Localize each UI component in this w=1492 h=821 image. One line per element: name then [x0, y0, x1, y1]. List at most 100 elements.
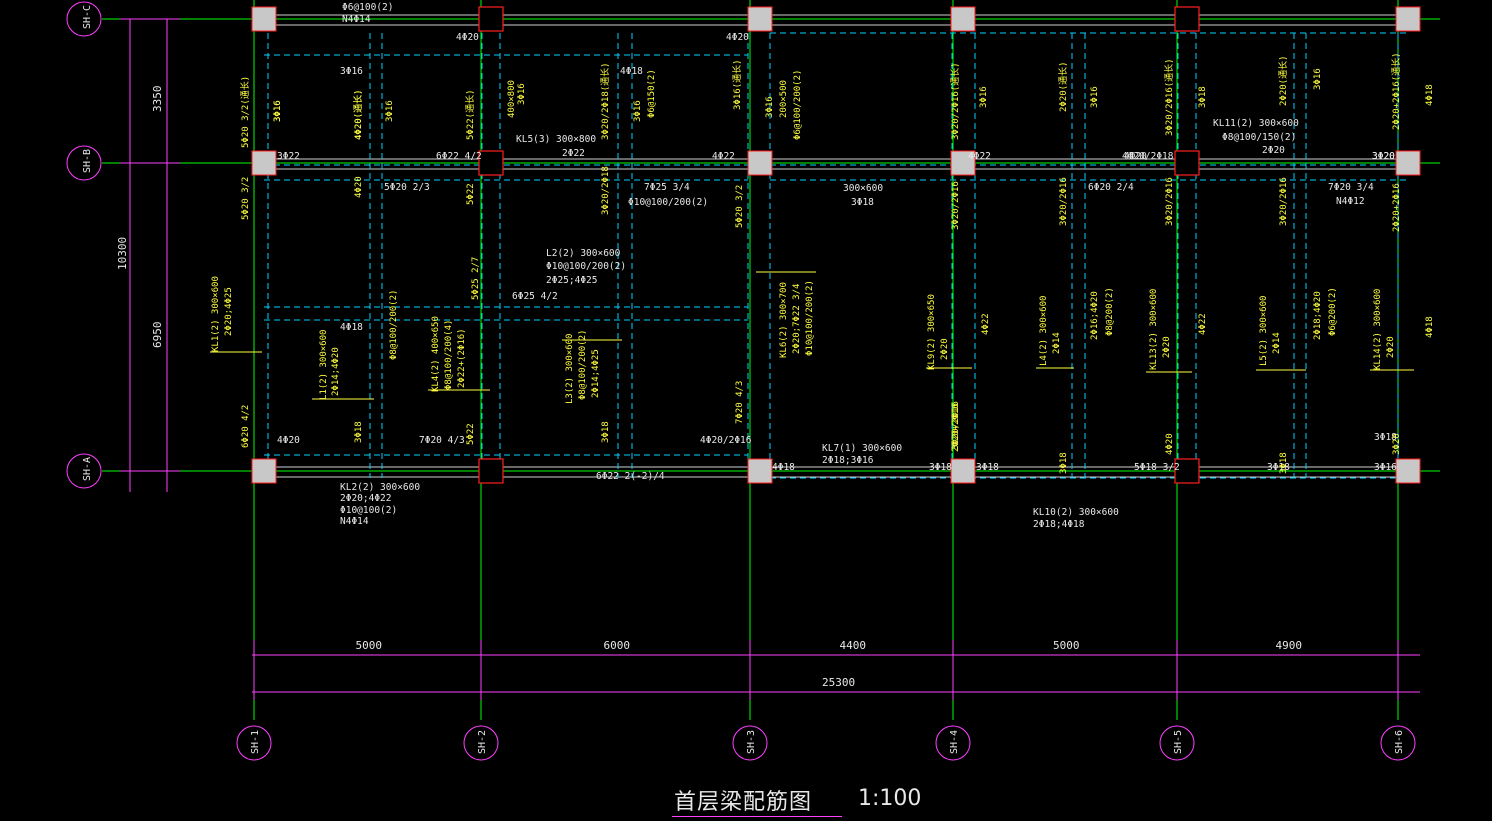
- annotation-text: 3Φ18: [1374, 432, 1397, 443]
- axis-bubble-label: SH-B: [82, 149, 93, 173]
- axis-bubble-circle: [236, 725, 272, 761]
- column-outline: [1174, 6, 1200, 32]
- annotation-text-yellow: 4Φ20(通长): [352, 89, 364, 140]
- annotation-text-yellow: Φ6@100/200(2): [793, 70, 803, 140]
- column: [251, 6, 277, 32]
- annotation-text-yellow: 4Φ18: [1425, 84, 1435, 106]
- annotation-text-yellow: Φ8@100/200(2): [578, 330, 588, 400]
- annotation-text: 2Φ20;4Φ22: [340, 493, 391, 504]
- annotation-text-yellow: 3Φ16: [273, 100, 283, 122]
- annotation-text-yellow: 3Φ20/2Φ16: [951, 181, 961, 230]
- annotation-text-yellow: KL9(2) 300×650: [927, 294, 937, 370]
- annotation-text-yellow: 400×800: [507, 80, 517, 118]
- annotation-text: 300×600: [843, 183, 883, 194]
- axis-bubble-label: SH-2: [477, 730, 488, 754]
- column: [950, 6, 976, 32]
- annotation-text-yellow: KL13(2) 300×600: [1149, 289, 1159, 370]
- column: [747, 150, 773, 176]
- annotation-text: Φ8@100/150(2): [1222, 132, 1296, 143]
- annotation-text-yellow: 2Φ22+(2Φ16): [457, 328, 467, 388]
- axis-bubble-label: SH-5: [1173, 730, 1184, 754]
- annotation-text: 2Φ18;3Φ16: [822, 455, 874, 466]
- annotation-text: 6Φ20 2/4: [1088, 182, 1134, 193]
- annotation-text-yellow: Φ10@100/200(2): [805, 280, 815, 356]
- drawing-title: 首层梁配筋图: [674, 790, 813, 815]
- annotation-text-yellow: 3Φ20/2Φ16(通长): [949, 62, 961, 140]
- annotation-text: 7Φ20 4/3: [419, 435, 465, 446]
- annotation-text-yellow: 4Φ22: [1198, 313, 1208, 335]
- annotation-text-yellow: 2Φ20: [1162, 336, 1172, 358]
- dim-text: 3350: [151, 86, 164, 113]
- annotation-text-yellow: Φ8@100/200(4): [444, 320, 454, 390]
- dim-text: 5000: [1053, 639, 1080, 652]
- column-outline: [478, 150, 504, 176]
- annotation-text-yellow: 3Φ18: [1198, 86, 1208, 108]
- annotation-text-yellow: Φ6@150(2): [647, 69, 657, 118]
- annotation-text-yellow: 3Φ16(通长): [731, 59, 743, 110]
- annotation-text: 4Φ22: [968, 151, 991, 162]
- annotation-text-yellow: Φ6@200(2): [1328, 287, 1338, 336]
- annotation-text-yellow: 3Φ20/2Φ16: [1059, 177, 1069, 226]
- annotation-text: N4Φ12: [1336, 196, 1365, 207]
- annotation-text: Φ10@100/200(2): [546, 261, 626, 272]
- column-outline: [478, 458, 504, 484]
- axis-bubble-circle: [66, 1, 102, 37]
- column: [747, 458, 773, 484]
- annotation-text-yellow: 2Φ20;4Φ25: [224, 287, 234, 336]
- annotation-text: 3Φ20: [1372, 151, 1395, 162]
- annotation-text: 3Φ18: [851, 197, 874, 208]
- column-layer: [251, 6, 1421, 484]
- annotation-text: 3Φ20: [1372, 151, 1395, 162]
- annotation-text-yellow: 4Φ20: [1165, 433, 1175, 455]
- annotation-text: 3Φ16: [1374, 462, 1397, 473]
- annotation-text: 6Φ25 4/2: [512, 291, 558, 302]
- annotation-text-yellow: 3Φ20/2Φ16(通长): [1163, 58, 1175, 136]
- annotation-text: 4Φ18: [772, 462, 795, 473]
- annotation-text-yellow: 2Φ20(通长): [1057, 61, 1069, 112]
- annotation-text: 3Φ18: [929, 462, 952, 473]
- annotation-text: KL5(3) 300×800: [516, 134, 596, 145]
- axis-bubble-circle: [66, 145, 102, 181]
- annotation-text-yellow: 5Φ22: [466, 423, 476, 445]
- annotation-text: 4Φ20/2Φ18: [1122, 151, 1174, 162]
- annotation-text: 7Φ25 3/4: [644, 182, 690, 193]
- annotation-text-yellow: 3Φ16: [273, 100, 283, 122]
- annotation-text-yellow: KL14(2) 300×600: [1373, 289, 1383, 370]
- annotation-text-yellow: 6Φ20 4/2: [241, 405, 251, 448]
- annotation-text-yellow: 3Φ16: [385, 100, 395, 122]
- annotation-text: 5Φ18 3/2: [1134, 462, 1180, 473]
- annotation-text-yellow: 3Φ20/2Φ16: [951, 401, 961, 450]
- annotation-text: KL2(2) 300×600: [340, 482, 420, 493]
- axis-bubble-label: SH-C: [82, 5, 93, 29]
- annotation-text-yellow: 3Φ16: [517, 83, 527, 105]
- annotation-text-yellow: 3Φ20/2Φ16: [1165, 177, 1175, 226]
- annotation-text: KL11(2) 300×600: [1213, 118, 1299, 129]
- axis-bubble-label: SH-3: [746, 730, 757, 754]
- annotation-text-yellow: 2Φ14;4Φ25: [591, 349, 601, 398]
- annotation-text-yellow: 3Φ18: [1279, 452, 1289, 474]
- annotation-text-yellow: 2Φ20+2Φ16(通长): [1390, 52, 1402, 130]
- annotation-text: 4Φ20: [277, 435, 300, 446]
- column: [950, 458, 976, 484]
- column-outline: [478, 6, 504, 32]
- annotation-text-yellow: 5Φ20 3/2: [241, 177, 251, 220]
- column-outline: [1174, 150, 1200, 176]
- annotation-text: Φ10@100/200(2): [628, 197, 708, 208]
- annotation-text-yellow: L4(2) 300×600: [1039, 296, 1049, 366]
- column: [747, 6, 773, 32]
- annotation-text: Φ6@100(2): [342, 2, 393, 13]
- dim-text: 5000: [356, 639, 383, 652]
- annotation-text-yellow: 3Φ20/2Φ16: [1279, 177, 1289, 226]
- axis-bubble-circle: [66, 453, 102, 489]
- annotation-text-yellow: 4Φ20(通长): [352, 89, 364, 140]
- annotation-text-yellow: 5Φ20 3/2: [735, 185, 745, 228]
- annotation-text-yellow: 2Φ16;4Φ20: [1090, 291, 1100, 340]
- annotation-text: 4Φ20: [726, 32, 749, 43]
- annotation-text-yellow: 3Φ16: [633, 100, 643, 122]
- annotation-text-yellow: L1(2) 300×600: [319, 330, 329, 400]
- annotation-text: 2Φ22: [562, 148, 585, 159]
- annotation-text: 6Φ22 2(-2)/4: [596, 471, 665, 482]
- annotation-text-yellow: 5Φ20 3/2(通长): [239, 76, 251, 148]
- annotation-text-yellow: 4Φ18: [1425, 316, 1435, 338]
